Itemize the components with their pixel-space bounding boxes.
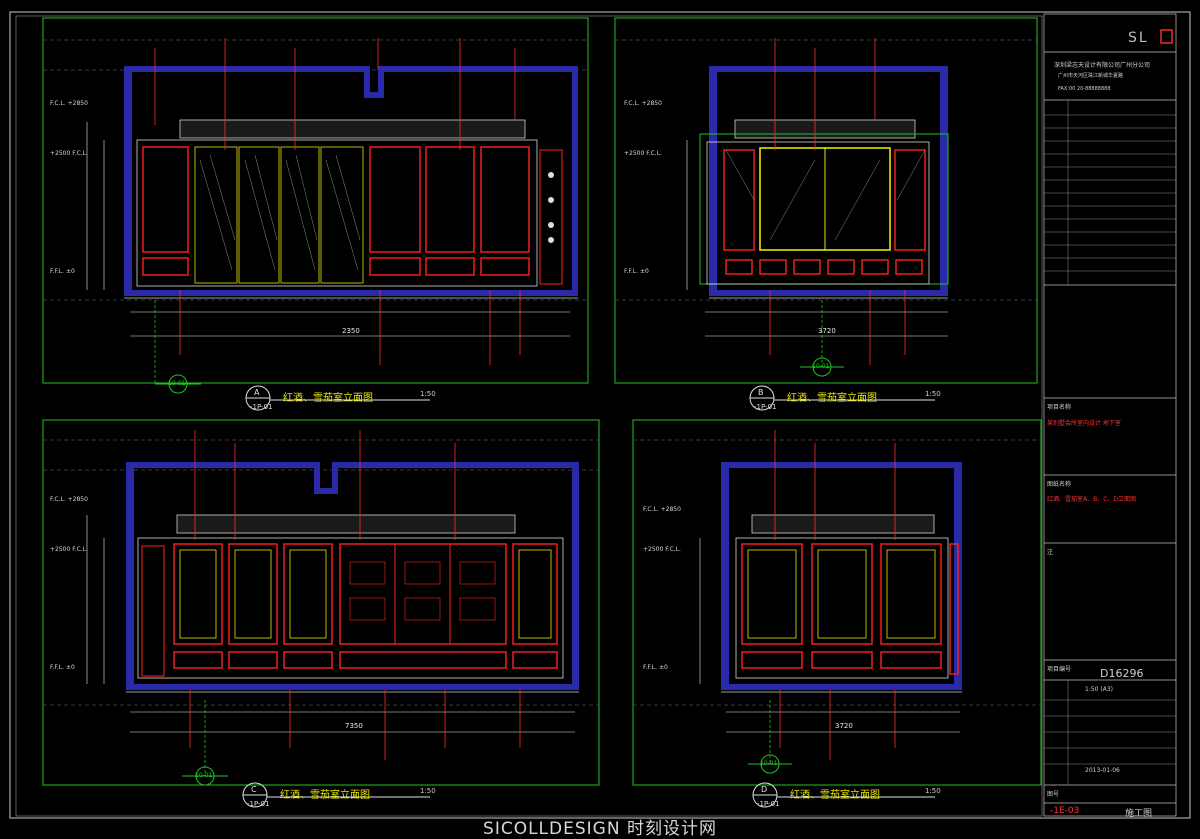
side-rack-a [539,149,563,285]
level-d-1: F.C.L. +2850 [643,506,681,513]
date: 2013-01-06 [1085,767,1120,774]
glass-door-a-4 [320,146,364,284]
view-title-circles [242,385,935,808]
job-no: D16296 [1100,667,1144,680]
section-mark-a: 10-01 [168,380,186,387]
section-mark-c: 10-01 [195,772,213,779]
drawer-a-3 [425,257,475,276]
level-d-3: F.F.L. ±0 [643,664,668,671]
elevation-a [86,66,578,337]
section-marker-stems [154,300,823,776]
drawer-a-1 [142,257,189,276]
view-scale-b: 1:50 [925,390,941,398]
logo-mark [1160,29,1173,44]
level-c-3: F.F.L. ±0 [50,664,75,671]
viewport-b [614,17,1038,384]
company-address-1: 广州市天河区珠江新城华夏路 [1058,73,1124,79]
view-ref-a: -1P-01 [250,403,273,411]
view-scale-c: 1:50 [420,787,436,795]
viewport-a [42,17,589,384]
company-name: 深圳梁志天设计有限公司广州分公司 [1054,62,1151,69]
viewport-d [632,419,1042,786]
job-no-label: 项目编号 [1047,666,1072,673]
dim-total-b: 3720 [818,327,836,335]
scale-row: 1:50 (A3) [1085,686,1113,693]
leader-lines [154,38,906,760]
panel-a-4 [480,146,530,253]
dim-total-a: 2350 [342,327,360,335]
panel-a-3 [425,146,475,253]
view-id-c: C [251,785,257,794]
view-id-b: B [758,388,764,397]
viewport-c [42,419,600,786]
drawing-label: 图纸名称 [1047,481,1072,488]
view-scale-d: 1:50 [925,787,941,795]
ceiling-soffit-a [179,119,526,139]
sheet-no-label: 图号 [1047,791,1060,798]
title-block-frame [1043,13,1177,817]
level-b-3: F.F.L. ±0 [624,268,649,275]
drawer-a-2 [369,257,421,276]
level-b-2: +2500 F.C.L. [624,150,662,157]
level-c-1: F.C.L. +2850 [50,496,88,503]
dim-total-d: 3720 [835,722,853,730]
level-c-2: +2500 F.C.L. [50,546,88,553]
wall-outline-a [124,66,578,296]
view-id-d: D [761,785,768,794]
project-name: 某别墅会所室内设计 地下室 [1047,420,1121,427]
view-title-c: 红酒、雪茄室立面图 [280,790,370,801]
section-mark-b: 10-01 [812,363,830,370]
view-ref-d: -1P-01 [757,800,780,808]
drawing-name: 红酒、雪茄室A、B、C、D立面图 [1047,496,1137,503]
view-ref-c: -1P-01 [247,800,270,808]
elevation-c [86,462,579,733]
view-title-d: 红酒、雪茄室立面图 [790,790,880,801]
level-a-3: F.F.L. ±0 [50,268,75,275]
drawer-a-4 [480,257,530,276]
cabinet-body-a [136,139,538,287]
drawing-stage: 施工图 [1125,809,1153,819]
level-a-1: F.C.L. +2850 [50,100,88,107]
glass-door-a-2 [238,146,280,284]
project-label: 项目名称 [1047,404,1072,411]
sheet-no: -1E-03 [1050,806,1080,816]
level-b-1: F.C.L. +2850 [624,100,662,107]
logo-text: SL [1128,30,1149,46]
elevation-d [699,462,962,733]
view-id-a: A [254,388,260,397]
company-address-2: FAX:00 20-88888888 [1058,86,1111,92]
notes-label: 注 [1047,549,1054,556]
watermark: SICOLLDESIGN 时刻设计网 [483,819,717,839]
view-scale-a: 1:50 [420,390,436,398]
section-mark-d: 10-01 [760,760,778,767]
view-title-b: 红酒、雪茄室立面图 [787,393,877,404]
glass-door-a-3 [280,146,320,284]
elevation-b [686,66,949,337]
view-ref-b: -1P-01 [754,403,777,411]
panel-a-1 [142,146,189,253]
drawing-area-border [15,15,1043,817]
panel-a-2 [369,146,421,253]
glass-door-a-1 [194,146,238,284]
sheet-border [9,11,1191,819]
level-d-2: +2500 F.C.L. [643,546,681,553]
guide-lines [43,39,1041,706]
view-title-a: 红酒、雪茄室立面图 [283,393,373,404]
dim-total-c: 7350 [345,722,363,730]
level-a-2: +2500 F.C.L. [50,150,88,157]
title-block-rows [1044,100,1176,785]
section-markers [155,357,844,786]
